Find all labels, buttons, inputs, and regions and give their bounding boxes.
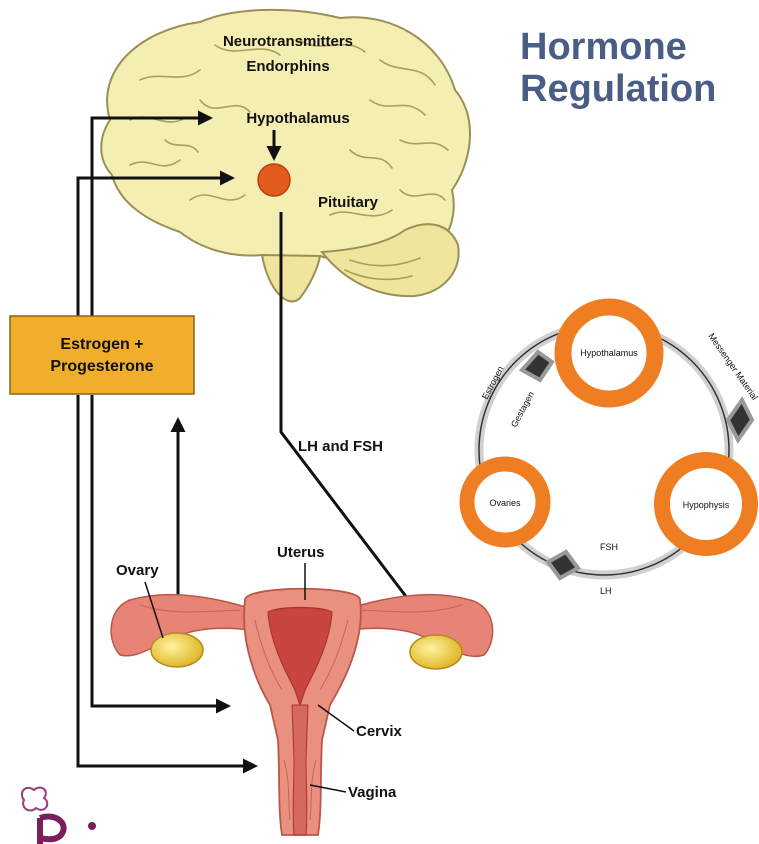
label-endorphins: Endorphins <box>246 58 329 75</box>
brain-stem <box>262 255 320 301</box>
cycle-label-gestagen: Gestagen <box>509 390 536 429</box>
label-lh-and-fsh: LH and FSH <box>298 438 383 455</box>
ovary-right <box>410 635 462 669</box>
cycle-label-hypophysis: Hypophysis <box>683 500 730 510</box>
estrogen-progesterone-box <box>10 316 194 394</box>
brain-illustration <box>101 10 470 302</box>
cycle-label-ovaries: Ovaries <box>489 498 521 508</box>
cycle-label-hypothalamus: Hypothalamus <box>580 348 638 358</box>
label-ovary: Ovary <box>116 562 159 579</box>
label-neurotransmitters: Neurotransmitters <box>223 33 353 50</box>
label-pituitary: Pituitary <box>318 194 379 211</box>
estrogen-box-line-1: Estrogen + <box>60 336 143 353</box>
label-uterus: Uterus <box>277 544 325 561</box>
pituitary-gland <box>258 164 290 196</box>
arrow-to-vagina <box>78 395 255 766</box>
logo-mark <box>22 788 96 844</box>
label-hypothalamus: Hypothalamus <box>246 110 349 127</box>
label-vagina: Vagina <box>348 784 397 801</box>
reproductive-illustration <box>111 589 492 835</box>
cycle-label-lh: LH <box>600 586 612 596</box>
ovary-left <box>151 633 203 667</box>
estrogen-box-line-2: Progesterone <box>50 358 153 375</box>
cycle-label-fsh: FSH <box>600 542 618 552</box>
cervix-canal <box>292 705 308 835</box>
label-cervix: Cervix <box>356 723 403 740</box>
